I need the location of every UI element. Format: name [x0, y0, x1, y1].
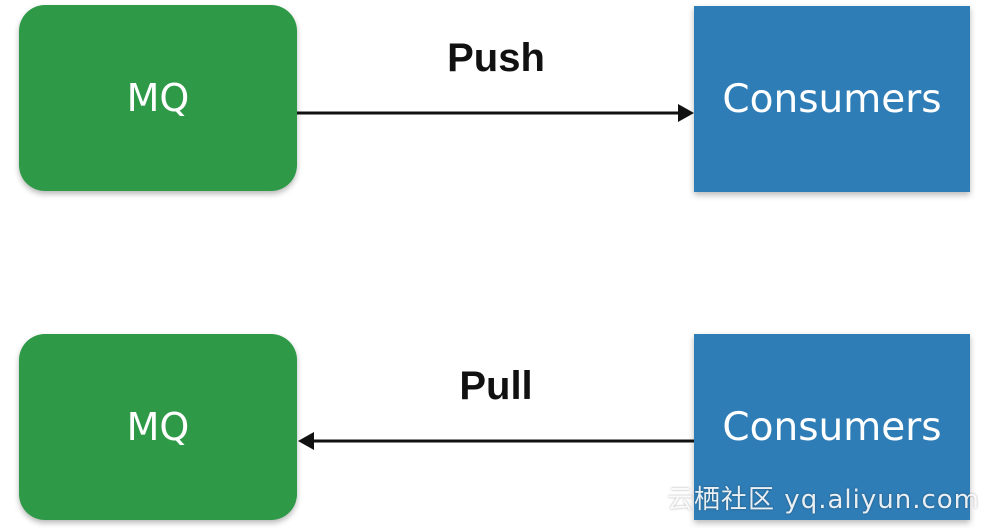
mq-box-pull: MQ — [19, 334, 297, 520]
mq-label: MQ — [126, 405, 190, 449]
mq-box-push: MQ — [19, 5, 297, 191]
push-arrow-head — [678, 104, 694, 122]
mq-label: MQ — [126, 76, 190, 120]
consumers-box-push: Consumers — [694, 6, 970, 192]
consumers-label: Consumers — [722, 76, 942, 122]
pull-label: Pull — [459, 364, 533, 408]
pull-arrow-head — [298, 432, 314, 450]
consumers-box-pull: Consumers — [694, 334, 970, 520]
watermark: 云栖社区 yq.aliyun.com — [667, 485, 980, 515]
consumers-label: Consumers — [722, 404, 942, 450]
push-label: Push — [447, 36, 545, 80]
